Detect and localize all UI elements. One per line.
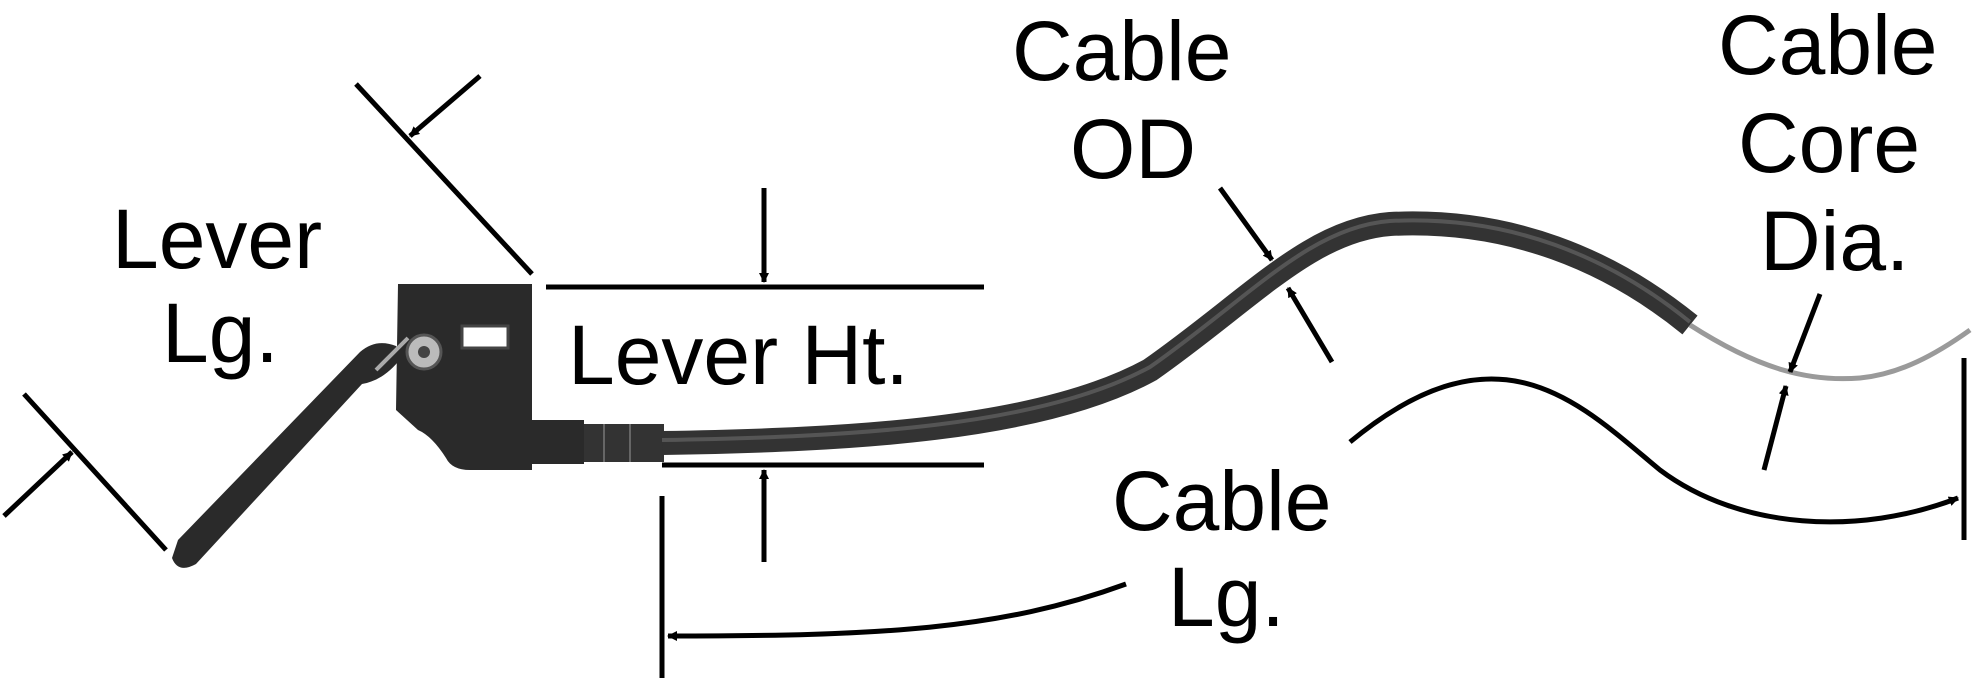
lever-handle xyxy=(172,343,404,568)
label-cable-od-line1: Cable xyxy=(1012,4,1231,98)
cable-jacket xyxy=(661,211,1698,455)
cable-ferrule xyxy=(532,420,584,464)
pivot-spring xyxy=(374,336,410,372)
label-cable-lg-line2: Lg. xyxy=(1168,550,1285,644)
cable-jacket-highlight xyxy=(661,218,1692,442)
dimension-lines xyxy=(2,74,1967,678)
cable-core-wire xyxy=(1688,322,1972,382)
lever-bracket xyxy=(396,284,532,470)
lever-assembly xyxy=(172,284,664,568)
label-cable-lg-line1: Cable xyxy=(1112,454,1331,548)
label-cable-od-line2: OD xyxy=(1070,102,1196,196)
label-cable-core-dia-line1: Cable xyxy=(1718,0,1937,92)
pivot-center xyxy=(418,346,430,358)
bracket-slot xyxy=(460,324,510,350)
label-cable-core-dia-line2: Core xyxy=(1738,96,1920,190)
labels: Lever Lg. Lever Ht. Cable OD Cable Core … xyxy=(112,0,1937,644)
label-lever-ht: Lever Ht. xyxy=(568,308,909,402)
label-cable-core-dia-line3: Dia. xyxy=(1760,194,1909,288)
label-lever-lg-line2: Lg. xyxy=(162,286,279,380)
cable xyxy=(661,211,1972,455)
label-lever-lg-line1: Lever xyxy=(112,192,322,286)
cable-fitting xyxy=(584,424,664,462)
